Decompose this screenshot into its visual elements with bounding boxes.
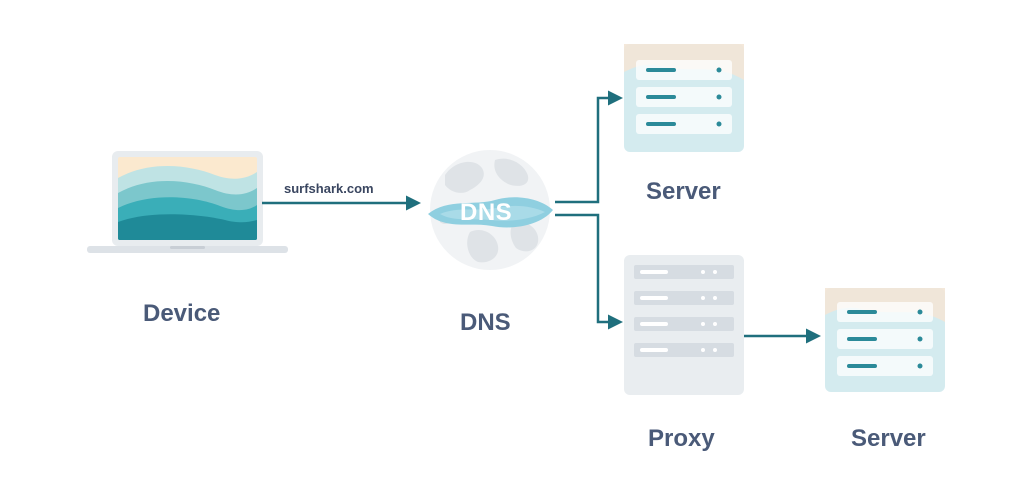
dns-globe-icon xyxy=(428,150,553,270)
server-top-label: Server xyxy=(646,178,721,205)
dns-globe-text: DNS xyxy=(460,199,513,226)
server-bottom-label: Server xyxy=(851,425,926,452)
proxy-server-icon xyxy=(624,255,744,395)
edge-dns-to-proxy xyxy=(555,213,623,330)
laptop-icon xyxy=(87,151,288,253)
server-top-icon xyxy=(624,44,744,152)
edge-label-domain: surfshark.com xyxy=(284,181,374,196)
dns-label: DNS xyxy=(460,309,511,336)
device-label: Device xyxy=(143,300,221,327)
edge-dns-to-server-top xyxy=(555,90,623,204)
server-bottom-icon xyxy=(825,288,945,392)
proxy-label: Proxy xyxy=(648,425,715,452)
